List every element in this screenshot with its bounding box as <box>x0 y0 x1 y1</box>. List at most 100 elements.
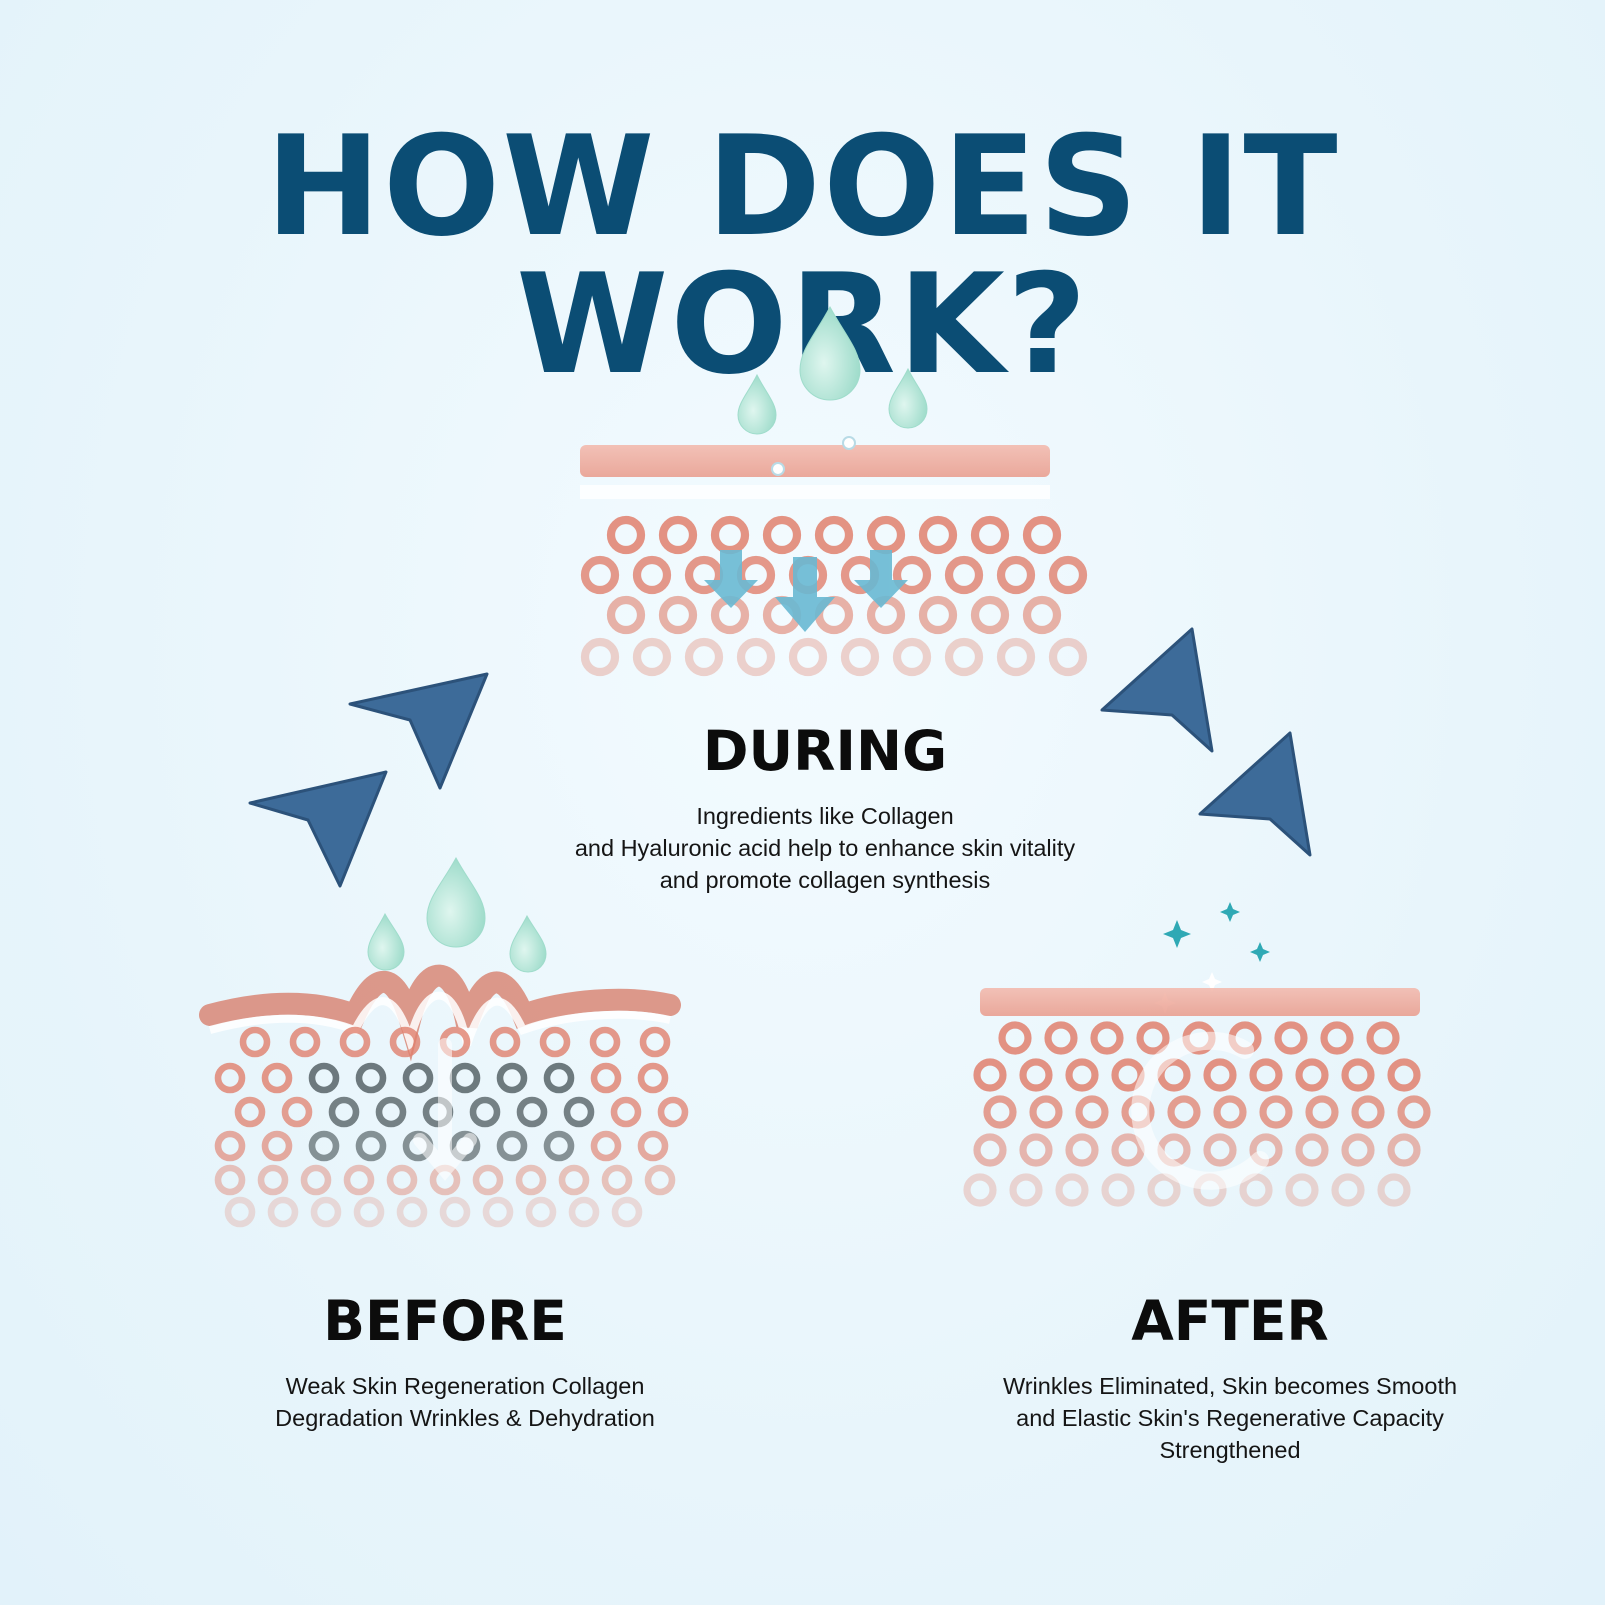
cell <box>516 1096 548 1128</box>
down-arrow-icon <box>704 550 908 632</box>
cell <box>892 637 932 677</box>
cell <box>267 1196 299 1228</box>
cell <box>590 1130 622 1162</box>
cell <box>239 1026 271 1058</box>
cell <box>632 555 672 595</box>
water-droplet-icon <box>888 367 928 429</box>
cell <box>386 1164 418 1196</box>
cell <box>606 595 646 635</box>
after-heading: AFTER <box>1131 1289 1329 1353</box>
cell <box>1249 1058 1283 1092</box>
cell <box>963 1173 997 1207</box>
cell <box>996 555 1036 595</box>
cell <box>658 515 698 555</box>
cell <box>983 1095 1017 1129</box>
cell <box>214 1130 246 1162</box>
cell <box>637 1062 669 1094</box>
cell <box>1203 1133 1237 1167</box>
cell <box>1351 1095 1385 1129</box>
cell <box>611 1196 643 1228</box>
cell <box>1305 1095 1339 1129</box>
cell <box>657 1096 689 1128</box>
before-line-1: Weak Skin Regeneration Collagen <box>285 1373 645 1399</box>
cell <box>449 1062 481 1094</box>
after-skin-illustration <box>963 902 1431 1207</box>
cell <box>684 637 724 677</box>
cell <box>996 637 1036 677</box>
cell <box>281 1096 313 1128</box>
cell <box>1320 1021 1354 1055</box>
navigation-arrow-icon <box>1198 731 1312 857</box>
cell <box>1295 1133 1329 1167</box>
cell <box>1239 1173 1273 1207</box>
cell <box>402 1062 434 1094</box>
during-line-3: and promote collagen synthesis <box>659 867 991 893</box>
cell <box>496 1130 528 1162</box>
cell <box>1259 1095 1293 1129</box>
flow-arrows-right <box>1100 627 1312 857</box>
during-heading: DURING <box>702 719 948 783</box>
cell <box>589 1026 621 1058</box>
before-description: Weak Skin Regeneration Collagen Degradat… <box>205 1370 725 1434</box>
cell <box>469 1096 501 1128</box>
cell <box>1101 1173 1135 1207</box>
navigation-arrow-icon <box>1100 627 1214 753</box>
during-line-2: and Hyaluronic acid help to enhance skin… <box>574 835 1076 861</box>
cell <box>1377 1173 1411 1207</box>
water-droplet-icon <box>799 305 861 401</box>
cell <box>328 1096 360 1128</box>
cell <box>1048 637 1088 677</box>
navigation-arrow-icon <box>248 770 388 888</box>
cell <box>1022 595 1062 635</box>
cell <box>590 1062 622 1094</box>
cell <box>1055 1173 1089 1207</box>
page-title: HOW DOES IT WORK? <box>265 106 1340 405</box>
cell <box>814 515 854 555</box>
water-droplet-icon <box>509 914 547 973</box>
cell <box>224 1196 256 1228</box>
cell <box>606 515 646 555</box>
cell <box>539 1026 571 1058</box>
navigation-arrow-icon <box>348 672 489 790</box>
cell <box>234 1096 266 1128</box>
cell <box>1387 1133 1421 1167</box>
cell <box>866 515 906 555</box>
cell <box>658 595 698 635</box>
cell <box>1019 1133 1053 1167</box>
cell <box>944 555 984 595</box>
cell <box>310 1196 342 1228</box>
flow-arrows-left <box>248 672 489 888</box>
cell <box>840 637 880 677</box>
cell <box>300 1164 332 1196</box>
before-heading: BEFORE <box>323 1289 567 1353</box>
cell <box>580 555 620 595</box>
cell <box>1341 1133 1375 1167</box>
cell <box>1366 1021 1400 1055</box>
cell <box>637 1130 669 1162</box>
cell <box>610 1096 642 1128</box>
cell <box>1274 1021 1308 1055</box>
cell <box>482 1196 514 1228</box>
water-droplet-icon <box>737 373 777 435</box>
cell <box>496 1062 528 1094</box>
cell <box>1022 515 1062 555</box>
cell <box>558 1164 590 1196</box>
cell <box>439 1196 471 1228</box>
cell <box>918 595 958 635</box>
cell <box>1044 1021 1078 1055</box>
cell <box>257 1164 289 1196</box>
cell <box>970 515 1010 555</box>
cell <box>389 1026 421 1058</box>
before-skin-illustration <box>199 856 689 1228</box>
cell <box>543 1130 575 1162</box>
cell <box>580 637 620 677</box>
cell <box>1019 1058 1053 1092</box>
after-description: Wrinkles Eliminated, Skin becomes Smooth… <box>940 1370 1520 1466</box>
cell <box>1213 1095 1247 1129</box>
cell <box>1397 1095 1431 1129</box>
collagen-cells <box>580 515 1088 677</box>
after-line-3: Strengthened <box>1159 1437 1301 1463</box>
cell <box>1111 1133 1145 1167</box>
water-droplet-icon <box>426 856 486 948</box>
cell <box>639 1026 671 1058</box>
